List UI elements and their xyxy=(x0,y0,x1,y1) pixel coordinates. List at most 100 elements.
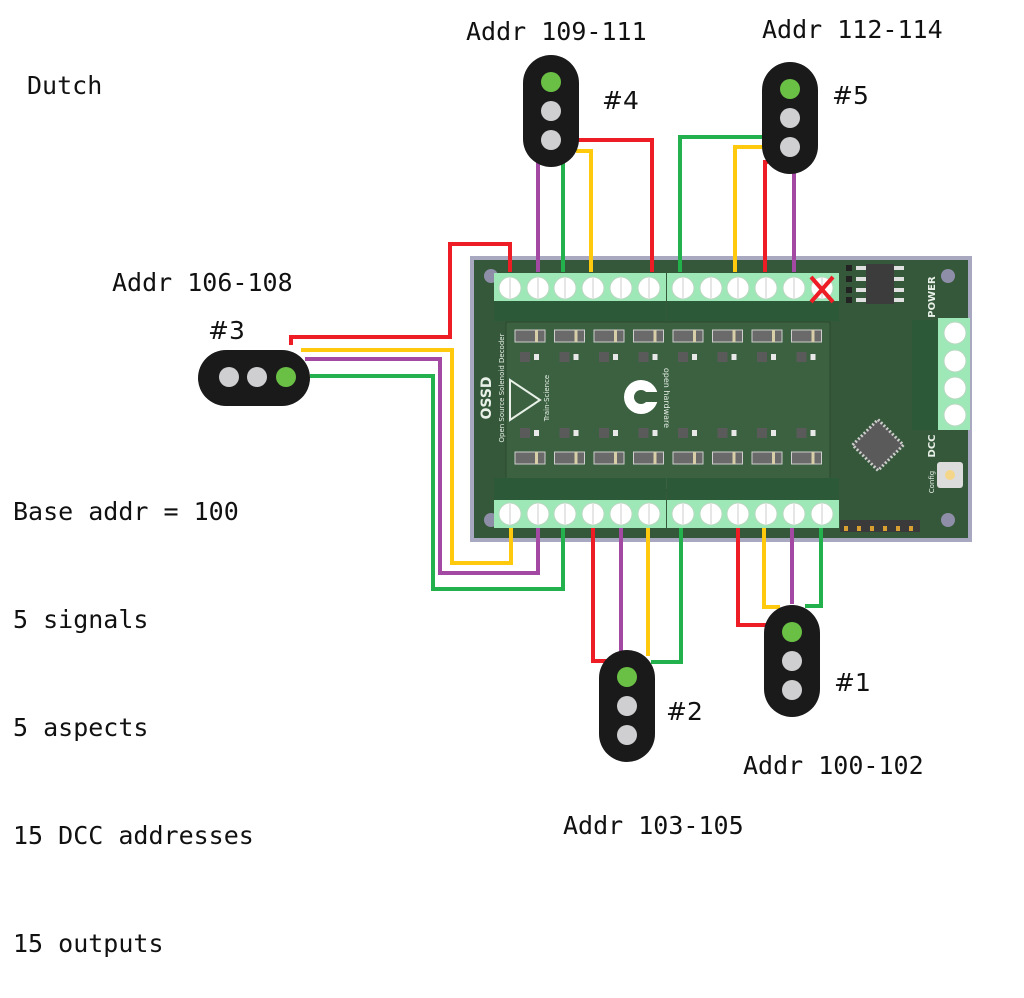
summary-line: Base addr = 100 xyxy=(13,497,239,526)
board-name: OSSD xyxy=(479,376,495,419)
smd-components xyxy=(514,329,822,465)
terminal-block-bottom-right xyxy=(667,500,839,528)
smd-transistor xyxy=(678,428,688,438)
smd-diode xyxy=(633,451,664,465)
smd-transistor xyxy=(717,352,728,362)
wire-purple xyxy=(305,357,540,575)
board-subtitle: Open Source Solenoid Decoder xyxy=(498,333,506,442)
lamp-off xyxy=(219,367,239,387)
header-pin xyxy=(896,526,900,531)
smd-diode xyxy=(672,329,704,343)
config-label: Config xyxy=(928,471,936,493)
wire-green xyxy=(651,528,683,664)
terminal-screw xyxy=(943,321,967,345)
wires xyxy=(289,135,823,664)
wiring-diagram: OSSD Open Source Solenoid Decoder Train-… xyxy=(198,55,972,762)
smd-transistor xyxy=(638,428,649,438)
smd-diode xyxy=(712,329,743,343)
summary-line: 15 DCC addresses xyxy=(13,821,254,850)
smd-resistor xyxy=(613,354,618,360)
header-pins xyxy=(844,526,913,531)
side-screw-column xyxy=(943,321,967,427)
lamp-off xyxy=(780,108,800,128)
oshw-text: open hardware xyxy=(662,368,671,428)
smd-resistor xyxy=(771,354,776,360)
wire-green xyxy=(805,528,823,608)
diode-band xyxy=(574,452,578,464)
wire-red xyxy=(736,528,767,627)
smd-resistor xyxy=(573,354,579,360)
diode-band xyxy=(811,452,815,464)
smd-transistor xyxy=(520,428,530,438)
diode-band xyxy=(693,452,696,464)
lamp-off xyxy=(782,651,802,671)
terminal-shadow xyxy=(494,301,666,321)
brand-text: Train-Science xyxy=(543,375,551,422)
lamp-lit xyxy=(541,72,561,92)
diode-band xyxy=(614,452,617,464)
terminal-screw xyxy=(943,403,967,427)
smd-diode xyxy=(593,329,625,343)
ic-pin xyxy=(894,266,904,270)
config-button-cap xyxy=(945,470,955,480)
smd-transistor xyxy=(757,428,767,438)
ic-pin xyxy=(894,298,904,302)
smd-resistor xyxy=(731,354,737,360)
lamp-off xyxy=(782,680,802,700)
header-pin xyxy=(909,526,913,531)
ic-pin xyxy=(856,266,866,270)
smd-resistor xyxy=(846,297,852,303)
wire-yellow xyxy=(301,348,513,565)
smd-transistor xyxy=(757,352,767,362)
terminal-shadow xyxy=(667,478,839,500)
smd-diode xyxy=(514,329,546,343)
smd-transistor xyxy=(559,352,570,362)
programming-header xyxy=(840,520,920,532)
smd-resistor xyxy=(810,430,816,436)
diode-band xyxy=(535,452,538,464)
ic-pins xyxy=(846,265,904,303)
smd-diode xyxy=(514,451,546,465)
smd-diode xyxy=(751,329,783,343)
wire-red xyxy=(763,160,768,272)
terminal-shadow xyxy=(667,301,839,321)
signal-3 xyxy=(198,350,310,406)
header-pin xyxy=(870,526,874,531)
smd-transistor xyxy=(678,352,688,362)
ic-pin xyxy=(894,288,904,292)
ic-pin xyxy=(856,288,866,292)
terminal-screw xyxy=(943,349,967,373)
bottom-screw-row xyxy=(498,502,834,526)
page-title: Dutch xyxy=(27,71,103,100)
terminal-block-top-left xyxy=(494,273,666,301)
smd-transistor xyxy=(599,428,609,438)
terminal-shadow xyxy=(494,478,666,500)
lamp-lit xyxy=(780,79,800,99)
smd-resistor xyxy=(771,430,776,436)
signal-5-number: #5 xyxy=(832,81,869,110)
smd-transistor xyxy=(638,352,649,362)
wire-yellow xyxy=(762,528,780,609)
smd-diode xyxy=(593,451,625,465)
ossd-board: OSSD Open Source Solenoid Decoder Train-… xyxy=(470,256,972,542)
lamp-lit xyxy=(276,367,296,387)
smd-resistor xyxy=(692,430,697,436)
lamp-off xyxy=(541,101,561,121)
smd-resistor xyxy=(846,287,852,293)
lamp-lit xyxy=(782,622,802,642)
smd-resistor xyxy=(652,354,658,360)
diode-band xyxy=(653,452,657,464)
lamp-off xyxy=(541,130,561,150)
smd-resistor xyxy=(652,430,658,436)
signals xyxy=(198,55,820,762)
smd-diode xyxy=(672,451,704,465)
smd-resistor xyxy=(534,354,539,360)
wire-green xyxy=(678,135,765,272)
lamp-off xyxy=(247,367,267,387)
terminal-shadow xyxy=(912,320,940,430)
smd-resistor xyxy=(731,430,737,436)
signal-4-number: #4 xyxy=(602,86,639,115)
wire-green xyxy=(310,374,565,591)
signal-2-address-label: Addr 103-105 xyxy=(563,811,744,840)
summary-line: 15 outputs xyxy=(13,929,164,958)
